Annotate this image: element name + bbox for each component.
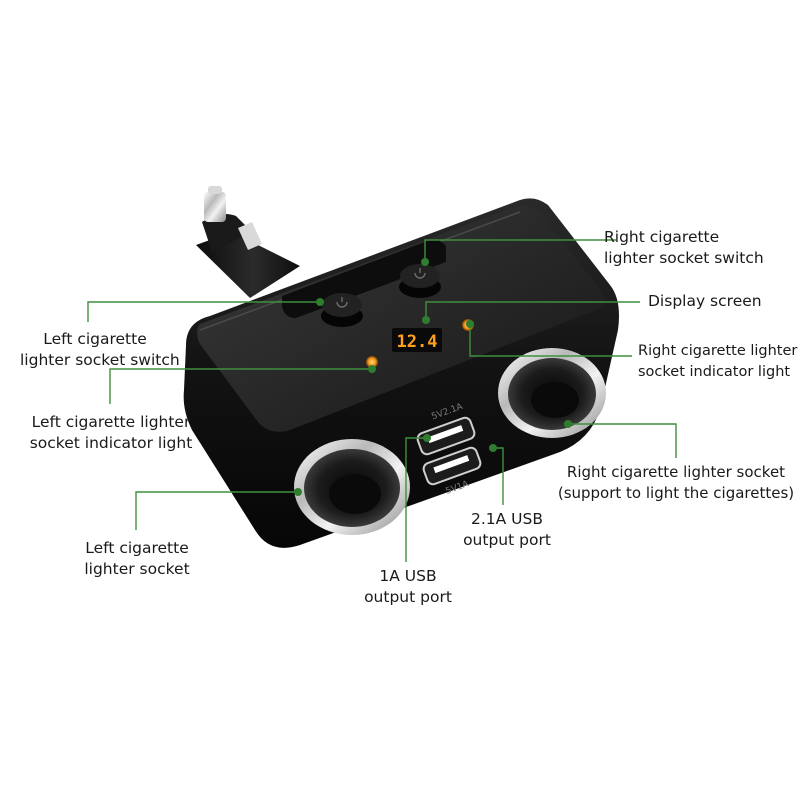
label-left-switch: Left cigarette lighter socket switch [20, 330, 180, 369]
label-right-switch: Right cigarette lighter socket switch [604, 228, 764, 267]
switch-panel [282, 239, 446, 318]
label-left-socket: Left cigarette lighter socket [84, 539, 190, 578]
plug-metal-tip [204, 192, 226, 222]
dot-display [422, 316, 430, 324]
leader-right-socket [568, 423, 677, 458]
left-indicator-light [366, 356, 378, 368]
label-usb-1a: 1A USB output port [364, 567, 452, 606]
right-socket[interactable] [498, 348, 606, 438]
leader-left-socket [135, 491, 298, 530]
leader-display [425, 301, 640, 320]
display-screen: 12.4 [392, 328, 442, 352]
leader-usb-1a [405, 437, 427, 562]
leader-left-switch [87, 301, 320, 322]
dot-usb-21a [489, 444, 497, 452]
power-icon [414, 272, 426, 279]
label-left-indicator: Left cigarette lighter socket indicator … [29, 413, 193, 452]
dot-right-indicator [466, 320, 474, 328]
device-body [183, 198, 619, 548]
leader-dots [294, 258, 572, 496]
left-switch-button[interactable] [321, 293, 363, 327]
label-right-socket: Right cigarette lighter socket (support … [557, 463, 795, 502]
dot-right-socket [564, 420, 572, 428]
plug-shaft [196, 232, 300, 298]
dot-left-socket [294, 488, 302, 496]
leader-left-indicator [109, 368, 372, 404]
body-top-panel [197, 205, 605, 432]
plug-side-spring [238, 222, 262, 250]
car-plug [196, 186, 300, 298]
power-icon [336, 301, 348, 308]
plug-neck [202, 214, 252, 252]
plug-contact [208, 186, 222, 194]
left-socket[interactable] [294, 439, 410, 535]
dot-left-switch [316, 298, 324, 306]
leader-right-indicator [469, 324, 632, 357]
dot-left-indicator [368, 365, 376, 373]
label-right-indicator: Right cigarette lighter socket indicator… [638, 343, 798, 380]
label-usb-21a: 2.1A USB output port [463, 510, 551, 549]
right-switch-button[interactable] [399, 264, 441, 298]
display-digits: 12.4 [397, 332, 438, 352]
leader-right-switch [424, 239, 616, 262]
dot-right-switch [421, 258, 429, 266]
dot-usb-1a [423, 434, 431, 442]
label-display-screen: Display screen [648, 292, 762, 310]
